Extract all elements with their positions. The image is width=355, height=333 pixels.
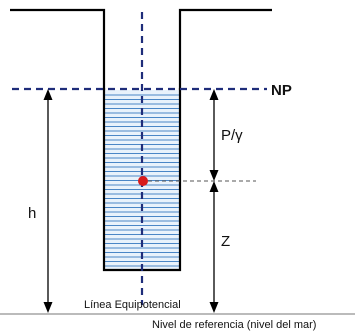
point-marker [138, 176, 148, 186]
h-dimension [43, 89, 53, 313]
equipotential-label: Línea Equipotencial [84, 299, 181, 311]
pressure-head-label: P/γ [221, 127, 243, 144]
pressure-dimension [209, 89, 219, 181]
tank-outline [10, 8, 272, 90]
reference-label: Nivel de referencia (nivel del mar) [152, 319, 316, 331]
h-label: h [28, 205, 36, 222]
z-dimension [209, 181, 219, 313]
elevation-label: Z [221, 233, 230, 250]
np-label: NP [271, 82, 292, 99]
